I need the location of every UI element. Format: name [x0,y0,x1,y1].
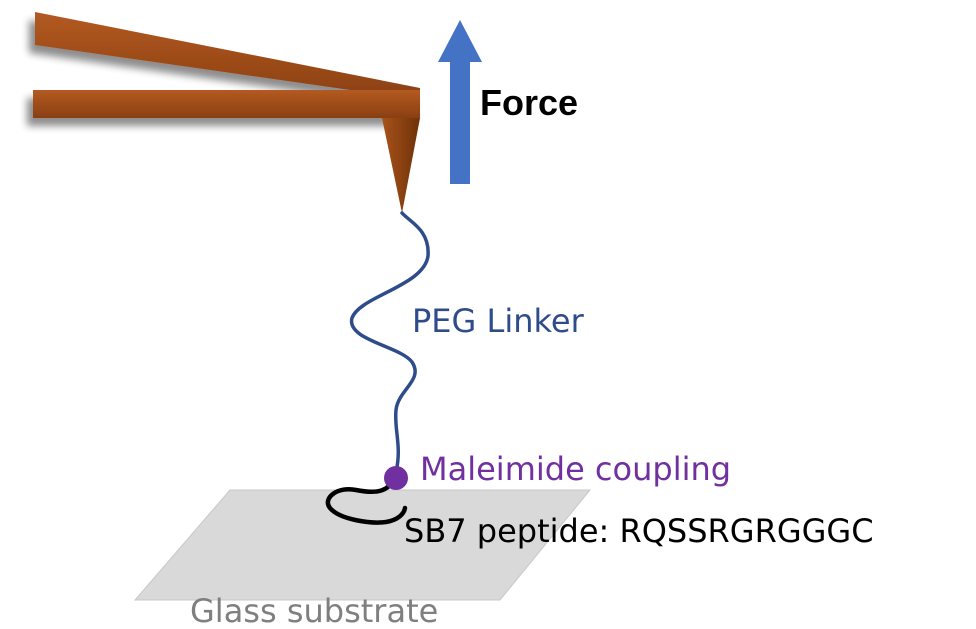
force-arrow [438,20,482,184]
maleimide-coupling-label: Maleimide coupling [420,450,731,488]
cantilever-lower-arm [33,90,420,118]
peptide-strand [325,475,408,525]
peg-linker-strand [350,211,430,474]
maleimide-coupling-dot [384,466,408,490]
cantilever-tip [382,118,420,213]
force-label: Force [480,82,578,123]
glass-substrate-label: Glass substrate [190,592,438,629]
peg-linker-label: PEG Linker [412,302,585,340]
sb7-peptide-label: SB7 peptide: RQSSRGRGGGC [404,512,874,550]
glass-substrate [133,489,592,601]
cantilever-upper-arm [35,12,420,100]
